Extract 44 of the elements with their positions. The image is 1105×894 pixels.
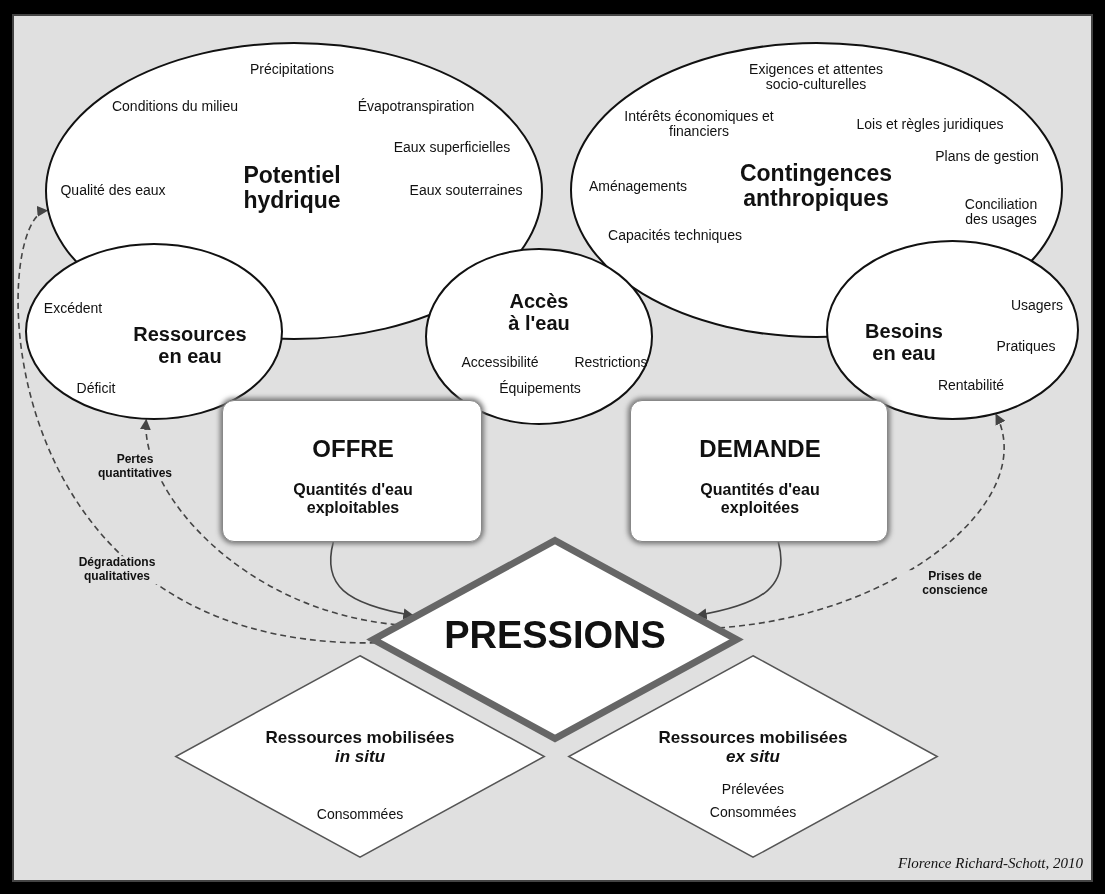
diamond-shape xyxy=(175,655,545,858)
factor-label: Exigences et attentes socio-culturelles xyxy=(748,61,884,93)
node-subtitle: Ressources mobilisées ex situ xyxy=(657,729,849,767)
factor-label: Intérêts économiques et financiers xyxy=(624,108,774,140)
node-title: OFFRE xyxy=(312,435,394,463)
factor-label: Restrictions xyxy=(574,355,648,371)
node-title: Potentiel hydrique xyxy=(242,162,342,214)
rounded-box xyxy=(222,400,482,542)
factor-label: Conciliation des usages xyxy=(963,196,1039,228)
node-title: Ressources en eau xyxy=(132,323,248,367)
factor-label: Eaux superficielles xyxy=(393,140,511,156)
factor-label: Pratiques xyxy=(996,339,1056,355)
node-title: Contingences anthropiques xyxy=(738,160,894,212)
factor-label: Précipitations xyxy=(250,62,334,78)
concept-ellipse xyxy=(826,240,1079,420)
concept-ellipse xyxy=(25,243,283,420)
node-subtitle: Ressources mobilisées in situ xyxy=(264,729,456,767)
dashed-arrow xyxy=(17,209,377,644)
factor-label: Aménagements xyxy=(588,179,688,195)
node-subtitle: Quantités d'eau exploitables xyxy=(292,481,414,517)
factor-label: Consommées xyxy=(709,805,797,821)
author-credit: Florence Richard-Schott, 2010 xyxy=(897,855,1083,872)
factor-label: Rentabilité xyxy=(937,378,1005,394)
factor-label: Capacités techniques xyxy=(608,228,742,244)
factor-label: Excédent xyxy=(43,301,103,317)
rounded-box xyxy=(630,400,888,542)
factor-label: Prélevées xyxy=(721,782,785,798)
factor-label: Conditions du milieu xyxy=(111,99,239,115)
factor-label: Plans de gestion xyxy=(935,149,1039,165)
concept-ellipse xyxy=(425,248,653,425)
factor-label: Lois et règles juridiques xyxy=(856,117,1004,133)
factor-label: Consommées xyxy=(316,807,404,823)
factor-label: Eaux souterraines xyxy=(409,183,523,199)
node-subtitle: Quantités d'eau exploitées xyxy=(699,481,821,517)
diamond-shape xyxy=(568,655,938,858)
factor-label: Déficit xyxy=(76,381,116,397)
factor-label: Évapotranspiration xyxy=(357,99,475,115)
node-title: DEMANDE xyxy=(699,435,821,463)
node-title: Besoins en eau xyxy=(864,320,944,364)
factor-label: Accessibilité xyxy=(461,355,539,371)
factor-label: Qualité des eaux xyxy=(60,183,166,199)
factor-label: Usagers xyxy=(1010,298,1064,314)
factor-label: Équipements xyxy=(499,381,581,397)
node-title: Accès à l'eau xyxy=(507,290,571,334)
